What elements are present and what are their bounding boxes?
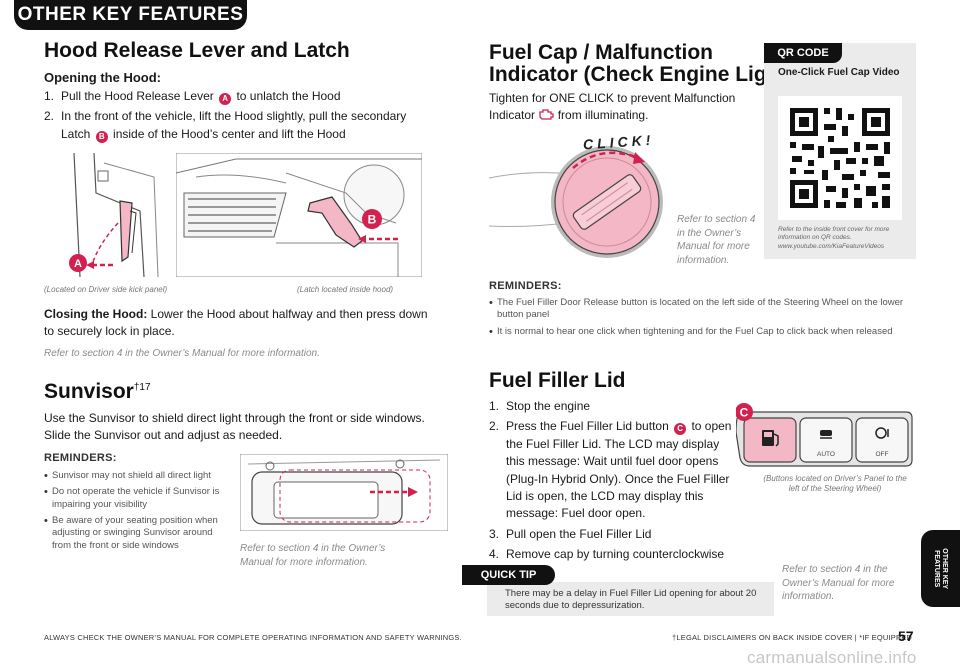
list-item: Be aware of your seating position when a… [44,514,224,552]
fuelfiller-step: 2. Press the Fuel Filler Lid button C to… [489,419,732,521]
callout-badge-a: A [219,92,232,105]
off-button [855,417,909,463]
callout-a-icon [69,254,87,272]
sunvisor-title: Sunvisor†17 [44,380,151,403]
sunvisor-refer: Refer to section 4 in the Owner’s Manual… [240,543,386,568]
hood-lever-illustration: A [44,153,168,277]
hood-opening-heading: Opening the Hood: [44,70,161,85]
page-number: 57 [898,628,914,644]
sunvisor-reminders: Sunvisor may not shield all direct light… [44,469,224,556]
fuelfiller-refer: Refer to section 4 in the Owner’s Manual… [782,564,895,602]
hood-latch-illustration: B [176,153,422,277]
quick-tip-tag: QUICK TIP [462,565,555,585]
fuelfiller-step: 4. Remove cap by turning counterclockwis… [489,547,725,562]
qr-url[interactable]: www.youtube.com/KiaFeatureVideos [778,242,885,250]
fuel-pump-icon [762,430,779,447]
svg-text:AUTO: AUTO [817,451,835,458]
svg-text:C: C [740,406,749,420]
check-engine-icon [539,109,555,121]
hood-closing: Closing the Hood: Lower the Hood about h… [44,307,428,339]
fuelfiller-step: 1. Stop the engine [489,399,591,413]
callout-badge-c: C [674,423,687,436]
callout-b-icon [362,209,382,229]
fuelfiller-step: 3. Pull open the Fuel Filler Lid [489,526,652,541]
svg-text:OFF: OFF [876,451,889,458]
footer-right: †LEGAL DISCLAIMERS ON BACK INSIDE COVER … [672,633,913,642]
auto-hold-icon [820,430,832,439]
sunvisor-reminders-title: REMINDERS: [44,452,117,464]
footer-left: ALWAYS CHECK THE OWNER’S MANUAL FOR COMP… [44,633,462,642]
watermark: carmanualsonline.info [747,648,917,667]
quick-tip-text: There may be a delay in Fuel Filler Lid … [505,588,757,612]
list-item: It is normal to hear one click when tigh… [489,325,909,340]
panel-caption: (Buttons located on Driver’s Panel to th… [763,474,907,494]
auto-hold-button [799,417,853,463]
hood-caption-left: (Located on Driver side kick panel) [44,285,168,294]
fuelcap-refer: Refer to section 4 in the Owner’s Manual… [677,214,756,266]
list-item: The Fuel Filler Door Release button is l… [489,296,909,322]
fuelcap-reminders: The Fuel Filler Door Release button is l… [489,296,909,342]
quick-tip-box [487,582,774,616]
svg-text:A: A [74,258,82,270]
fuelcap-intro: Tighten for ONE CLICK to prevent Malfunc… [489,91,736,123]
qr-title: One-Click Fuel Cap Video [778,67,900,78]
fuelcap-reminders-title: REMINDERS: [489,280,562,292]
section-tab: OTHER KEY FEATURES [14,0,247,30]
svg-text:B: B [368,213,377,227]
list-item: Do not operate the vehicle if Sunvisor i… [44,485,224,511]
fuel-cap-illustration [489,146,663,258]
sunvisor-illustration [240,454,448,531]
list-item: Sunvisor may not shield all direct light [44,469,224,484]
callout-badge-b: B [95,130,108,143]
qr-code-icon[interactable] [778,96,902,220]
off-icon [875,427,889,439]
fuelcap-title: Fuel Cap / Malfunction Indicator (Check … [489,41,794,87]
qr-note: Refer to the inside front cover for more… [778,226,912,251]
fuelfiller-title: Fuel Filler Lid [489,369,626,392]
hood-title: Hood Release Lever and Latch [44,39,350,62]
hood-steps: 1. Pull the Hood Release Lever A to unla… [44,88,424,146]
fuelfiller-steps: 1. Stop the engine 2. Press the Fuel Fil… [489,398,737,567]
hood-step: 2. In the front of the vehicle, lift the… [44,109,407,143]
callout-c-icon [736,403,753,421]
qr-tag: QR CODE [764,43,842,63]
hood-caption-right: (Latch located inside hood) [297,285,394,294]
driver-button-panel: C AUTO OFF [736,403,913,467]
hood-step: 1. Pull the Hood Release Lever A to unla… [44,89,341,105]
hood-refer: Refer to section 4 in the Owner’s Manual… [44,348,320,359]
sunvisor-intro: Use the Sunvisor to shield direct light … [44,411,425,443]
